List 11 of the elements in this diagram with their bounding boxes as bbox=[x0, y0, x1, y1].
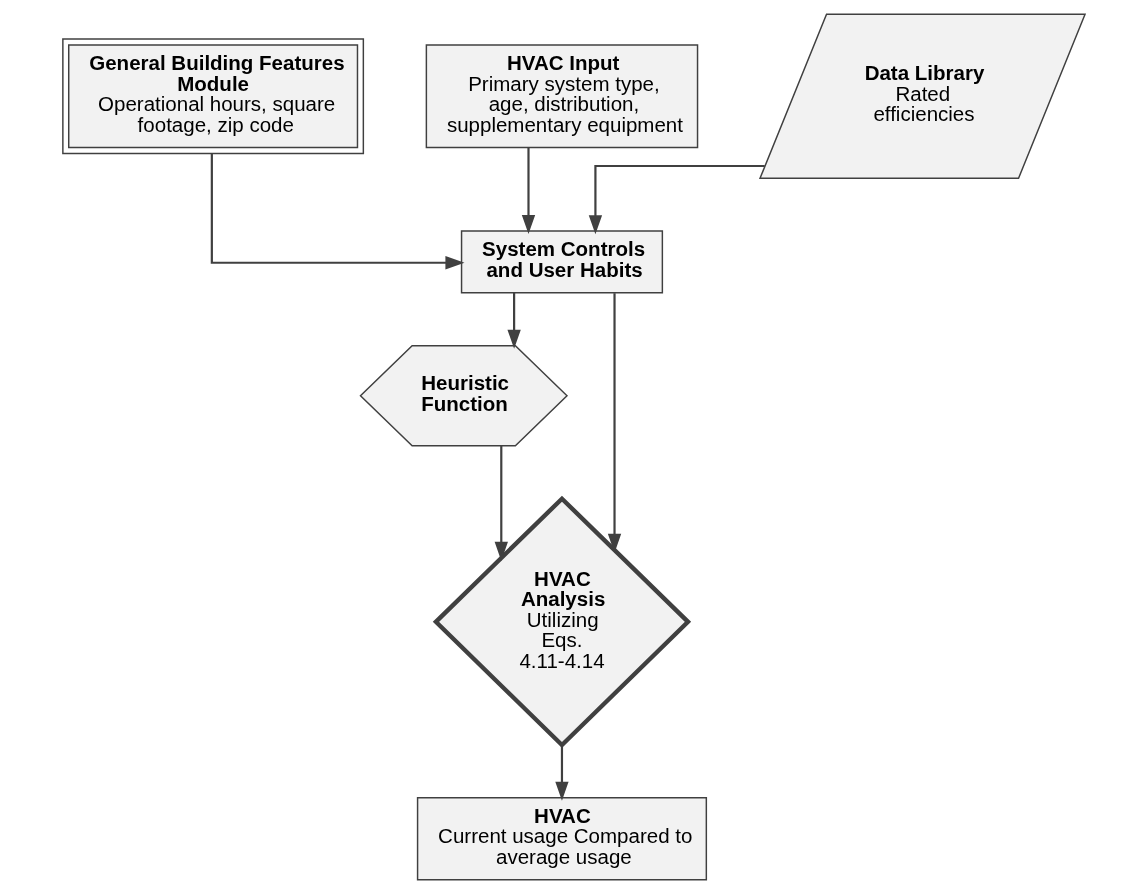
arrow bbox=[494, 445, 508, 561]
arrow bbox=[210, 153, 465, 270]
arrow bbox=[588, 164, 765, 235]
node-diamond: HVAC Analysis Utilizing Eqs. 4.11-4.14 bbox=[432, 495, 692, 749]
arrow bbox=[521, 147, 536, 234]
node-box: System Controls and User Habits bbox=[460, 230, 664, 294]
node-box: HVAC Input Primary system type, age, distribution, supplementary equipment bbox=[425, 44, 699, 149]
arrow bbox=[555, 745, 569, 801]
node-box: General Building Features Module Operational hours, square footage, zip code bbox=[62, 38, 365, 155]
arrow bbox=[507, 292, 521, 349]
node-box: HVAC Current usage Compared to average usage bbox=[416, 797, 708, 881]
